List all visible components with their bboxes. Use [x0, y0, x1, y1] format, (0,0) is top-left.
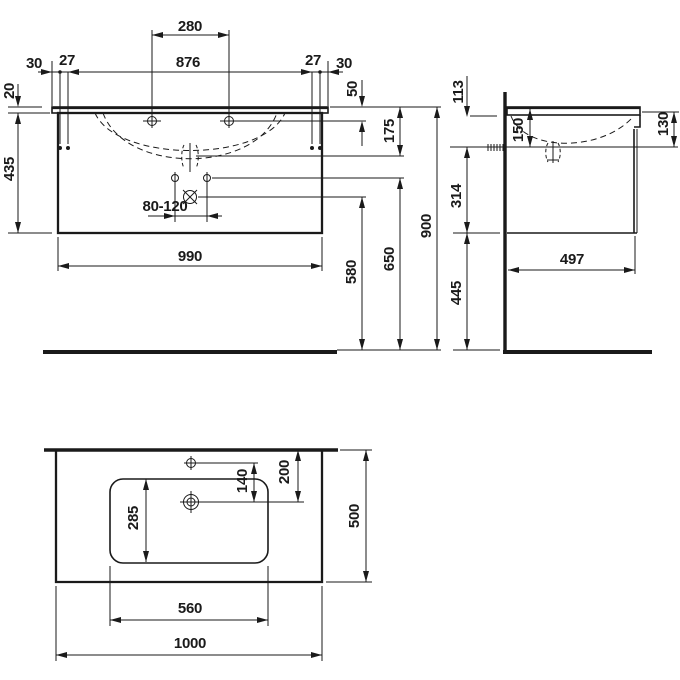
dimension-basin-thickness: 20 [1, 83, 50, 124]
side-section-view: 113 150 130 314 [448, 76, 679, 354]
washbasin-outline-plan [54, 450, 324, 584]
dim-label-27-left: 27 [59, 52, 75, 69]
tap-hole-symbol-right [220, 114, 238, 128]
dim-label-900: 900 [418, 214, 435, 238]
reference-lines [196, 106, 441, 351]
dimension-cabinet-height: 435 [1, 113, 52, 234]
dimension-tap-to-drain: 140 [196, 462, 304, 503]
dim-label-140: 140 [234, 469, 251, 493]
dimension-front-apron: 130 [642, 111, 679, 147]
dim-label-200: 200 [276, 460, 293, 484]
dim-label-560: 560 [178, 600, 202, 617]
drain-symbol [181, 143, 199, 172]
fixing-hole-marks [58, 72, 322, 150]
dimension-bowl-width: 560 [109, 566, 269, 626]
dim-label-280: 280 [178, 18, 202, 35]
dim-label-445: 445 [448, 281, 465, 305]
dim-label-50: 50 [344, 81, 361, 97]
bowl-outline-plan [109, 478, 269, 564]
dim-label-175: 175 [381, 119, 398, 143]
dimension-total-width: 1000 [55, 586, 323, 661]
dimension-fixing-row: 30 27 876 27 30 [26, 52, 352, 106]
dimension-bowl-depth-side: 150 [510, 109, 533, 147]
dim-label-150: 150 [510, 118, 527, 142]
dimension-bowl-length: 285 [125, 479, 149, 562]
dim-label-80-120: 80-120 [143, 198, 188, 215]
dimension-tap-distance: 280 [151, 18, 230, 116]
dim-label-990: 990 [178, 248, 202, 265]
dimension-fixing-offset: 113 [450, 76, 497, 158]
dimension-tap-offset: 50 [344, 80, 365, 146]
bowl-hidden-outline-side [510, 115, 633, 144]
dim-label-30-left: 30 [26, 55, 42, 72]
dimension-total-depth: 500 [326, 449, 372, 583]
plan-view: 140 200 285 560 [44, 448, 372, 661]
dimension-edge-to-drain: 200 [276, 450, 301, 502]
dimension-waste-height: 580 [343, 197, 365, 350]
dimension-siphon-range: 80-120 [143, 183, 222, 222]
dim-label-30-right: 30 [336, 55, 352, 72]
cabinet-side [507, 129, 638, 234]
dimension-supply-height: 650 [381, 178, 403, 350]
tap-hole-symbol-left [143, 114, 161, 128]
dim-label-314: 314 [448, 183, 465, 208]
dim-label-285: 285 [125, 506, 142, 530]
dim-label-497: 497 [560, 251, 584, 268]
drain-symbol-plan [180, 491, 202, 513]
dimension-cabinet-depth: 497 [508, 236, 636, 274]
front-elevation-view: 280 30 27 876 27 30 20 [1, 18, 441, 354]
dim-label-113: 113 [450, 80, 467, 103]
dim-label-580: 580 [343, 260, 360, 284]
dim-label-20: 20 [1, 83, 18, 99]
tap-hole-symbol-plan [184, 456, 198, 470]
dimension-floor-clearance: 445 [448, 232, 500, 351]
dimension-total-height: 900 [418, 107, 440, 350]
waste-pipe-symbol [182, 189, 198, 205]
supply-connection-symbols [171, 172, 211, 184]
dim-label-435: 435 [1, 157, 18, 181]
dim-label-1000: 1000 [174, 635, 206, 652]
washbasin-slab-side [506, 106, 641, 128]
dim-label-650: 650 [381, 247, 398, 271]
cabinet-outline [56, 111, 324, 235]
dim-label-130: 130 [655, 112, 672, 136]
dimension-cabinet-width: 990 [57, 237, 323, 271]
dimension-lower-offset: 314 [448, 147, 470, 233]
wall-anchor-symbol [450, 144, 678, 151]
dim-label-27-right: 27 [305, 52, 321, 69]
dim-label-500: 500 [346, 504, 363, 528]
drain-symbol-side [545, 141, 561, 163]
dimension-outlet-offset: 175 [381, 107, 403, 156]
dim-label-876: 876 [176, 54, 200, 71]
